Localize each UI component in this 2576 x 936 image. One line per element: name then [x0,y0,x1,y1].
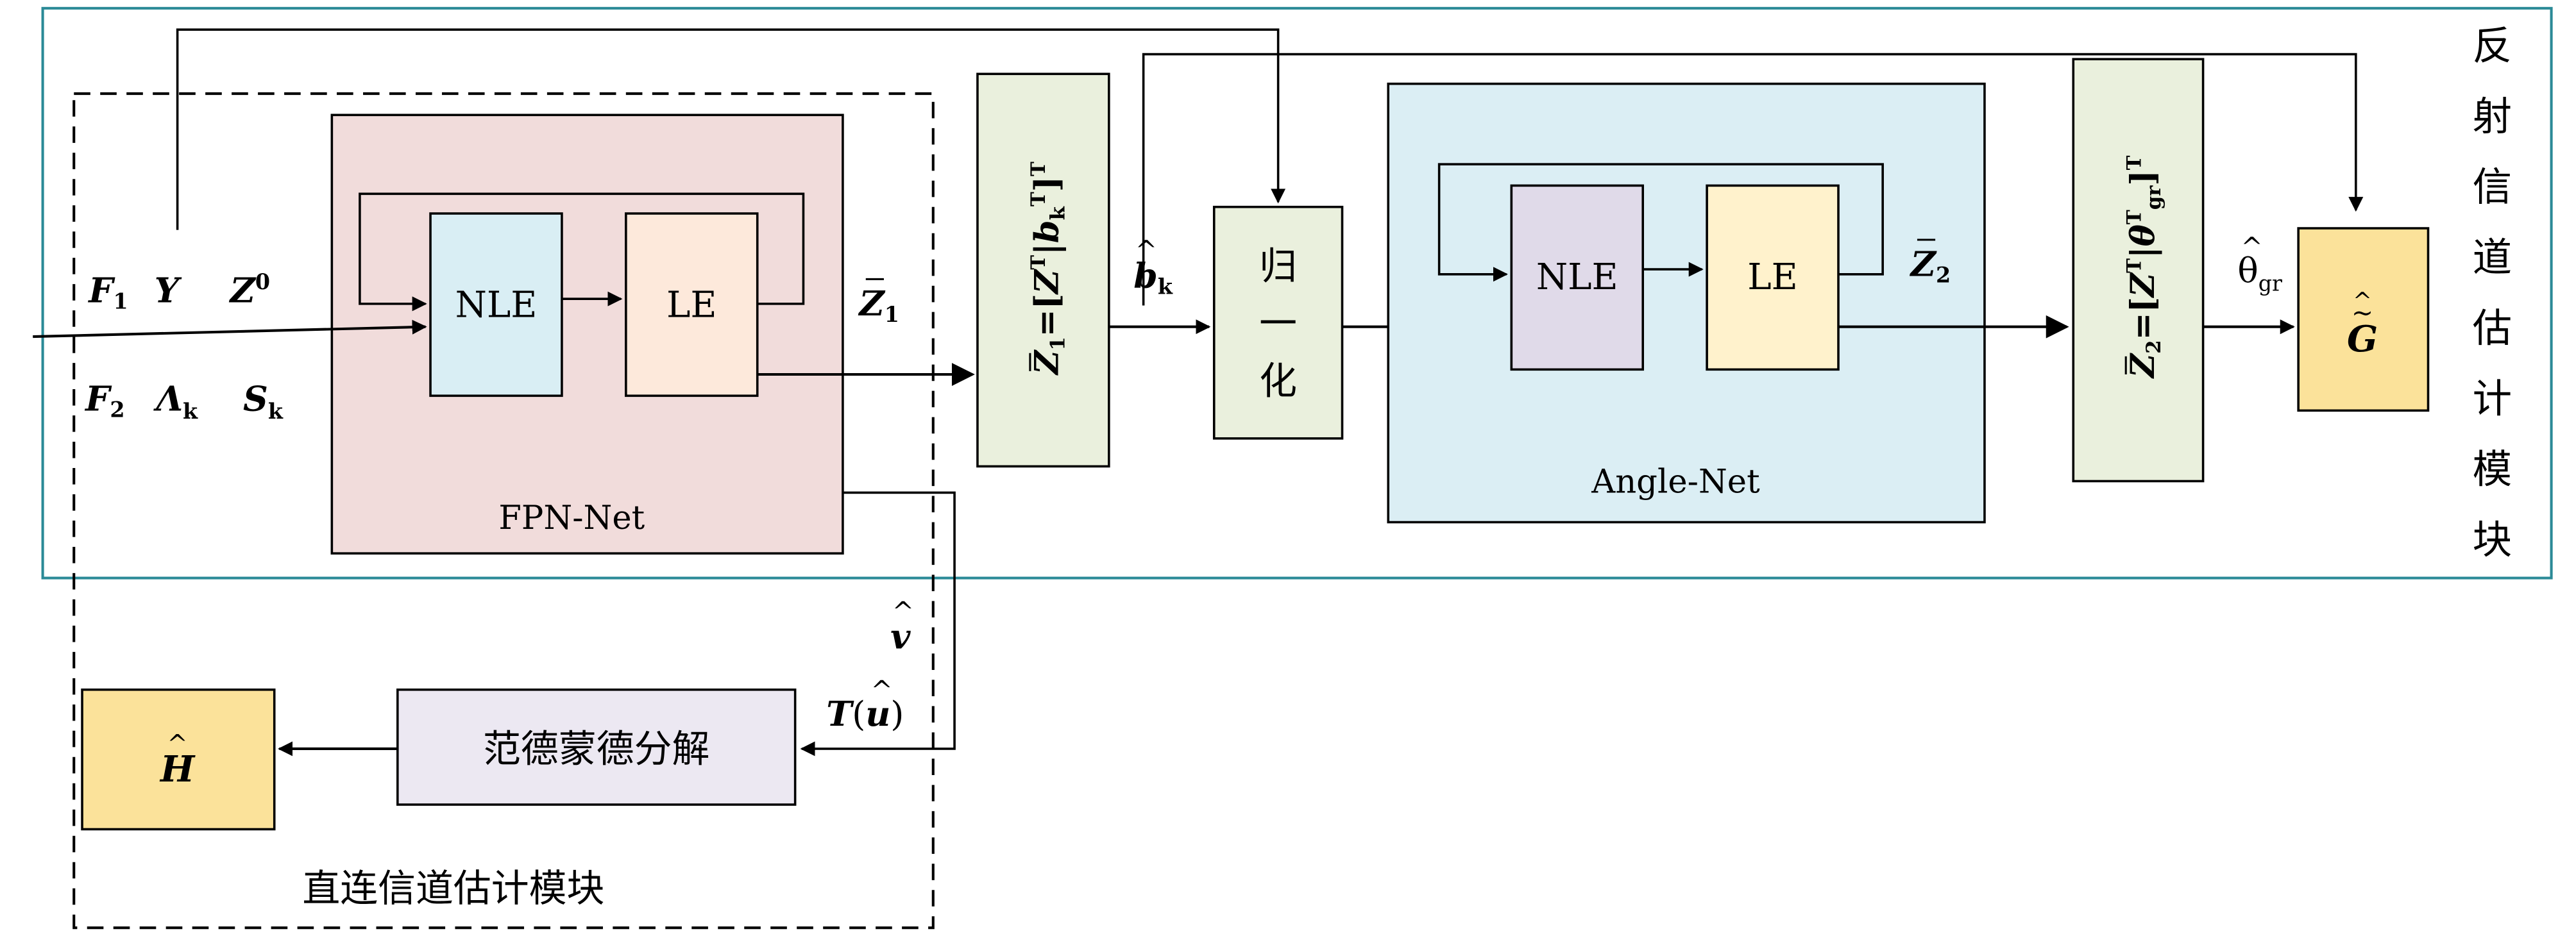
reflection-module-char-5: 估 [2473,306,2512,351]
h-output-hat: ^ [167,730,188,758]
reflection-module-char-4: 道 [2473,235,2512,281]
reflection-module-char-1: 反 [2473,23,2512,69]
theta-hat-label: θgr [2237,251,2282,296]
g-output-box [2297,227,2430,412]
angle-net-block [1387,82,1986,524]
v-hat-mark: ^ [892,596,914,627]
input-lambda: Λ [153,378,183,419]
input-f2-sub: 2 [110,397,124,422]
reflection-module-char-7: 模 [2473,447,2512,492]
z2-output-label: Z2 [1910,244,1951,287]
reflection-module-char-2: 射 [2473,94,2512,139]
fpn-le-label: LE [666,284,717,326]
normalization-label-1: 归 [1259,244,1297,288]
angle-feedback-loop [1437,163,1884,282]
h-output-label: H [159,748,196,790]
g-output-label: G [2347,318,2378,360]
z1-output-label: Z1 [858,283,899,327]
input-y: Y [155,270,182,310]
h-output-box [81,688,276,831]
z2-expression: Z2=[ZT|θTgr]T [2123,155,2165,379]
angle-le-label: LE [1747,256,1798,298]
input-arrow [33,319,427,338]
t-u-label: T(u) [826,694,904,734]
angle-nle-label: NLE [1536,256,1618,298]
input-z: Z [229,270,257,310]
direct-module-border [72,92,935,930]
theta-hat-mark: ^ [2241,232,2263,263]
input-lambda-sub: k [183,399,198,424]
fpn-feedback-loop [359,192,805,312]
g-output-tilde: ~ [2351,297,2373,328]
y-bypass-line [176,28,1286,230]
input-f1-sub: 1 [113,289,128,314]
normalization-box [1212,205,1344,440]
fpn-to-vandermonde-line [800,491,956,756]
input-z-sup: 0 [255,269,270,294]
reflection-module-border [41,6,2553,580]
vandermonde-label: 范德蒙德分解 [483,726,709,771]
normalization-label-2: 一 [1259,301,1297,346]
input-s-sub: k [268,399,284,424]
direct-module-label: 直连信道估计模块 [302,866,604,910]
fpn-net-block [330,113,844,555]
fpn-nle-block [429,212,563,397]
normalization-label-3: 化 [1259,359,1297,403]
fpn-nle-label: NLE [455,284,538,326]
z1-expression: Z1=[ZT|bkT]T [1027,162,1070,376]
b-hat-bypass-line [1142,53,2364,306]
input-f1: F [87,270,115,310]
z2-expression-box [2072,58,2205,483]
g-output-hat: ^ [2353,288,2372,315]
reflection-module-char-6: 计 [2473,376,2512,422]
angle-le-block [1706,184,1840,371]
fpn-net-label: FPN-Net [498,499,645,537]
vandermonde-box [396,688,797,806]
input-row-1: F1 Y Z0 [87,269,270,314]
reflection-module-char-8: 块 [2473,517,2512,563]
b-hat-label: bk [1133,255,1173,299]
t-u-hat-mark: ^ [870,675,892,706]
input-f2: F [84,378,112,419]
reflection-module-char-3: 信 [2473,165,2512,210]
v-hat-label: v [890,617,911,657]
z1-expression-box [976,72,1110,468]
angle-net-label: Angle-Net [1591,462,1760,501]
input-s: S [243,378,268,419]
b-hat-mark: ^ [1135,235,1157,266]
angle-nle-block [1510,184,1645,371]
fpn-le-block [625,212,759,397]
